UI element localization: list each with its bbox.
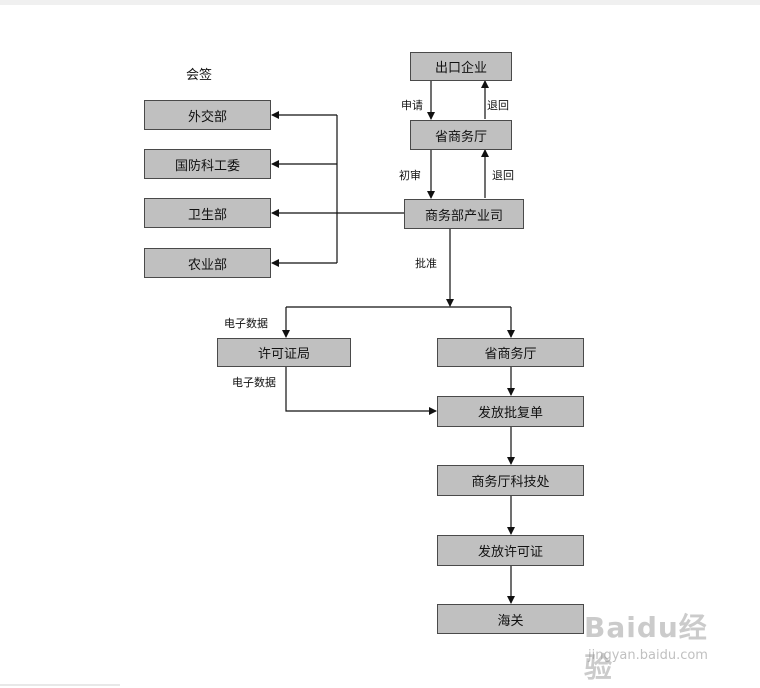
label-electronic-data-1: 电子数据 [224,317,268,330]
node-customs: 海关 [437,604,584,634]
node-license-bureau: 许可证局 [217,338,351,367]
label-approve: 批准 [415,257,437,270]
node-tech-office: 商务厅科技处 [437,465,584,496]
node-provincial-commerce-top: 省商务厅 [410,120,512,150]
bottom-divider [0,684,120,686]
node-issue-license: 发放许可证 [437,535,584,566]
watermark-url: jingyan.baidu.com [588,648,708,663]
countersign-label: 会签 [186,68,213,83]
node-health: 卫生部 [144,198,271,228]
label-return-mid: 退回 [492,169,514,182]
label-return-top: 退回 [487,99,509,112]
node-foreign-affairs: 外交部 [144,100,271,130]
node-issue-approval: 发放批复单 [437,396,584,427]
node-export-enterprise: 出口企业 [410,52,512,81]
label-preliminary: 初审 [399,169,421,182]
node-provincial-commerce-bottom: 省商务厅 [437,338,584,367]
top-border [0,0,760,5]
edge-license-to-approval [285,367,437,415]
node-agriculture: 农业部 [144,248,271,278]
watermark-logo: Baidu经验 [584,611,708,684]
label-apply: 申请 [401,99,423,112]
label-electronic-data-2: 电子数据 [232,376,276,389]
baidu-watermark: Baidu经验 jingyan.baidu.com [584,606,734,684]
node-ministry-industry-dept: 商务部产业司 [404,199,524,229]
node-defense-science: 国防科工委 [144,149,271,179]
